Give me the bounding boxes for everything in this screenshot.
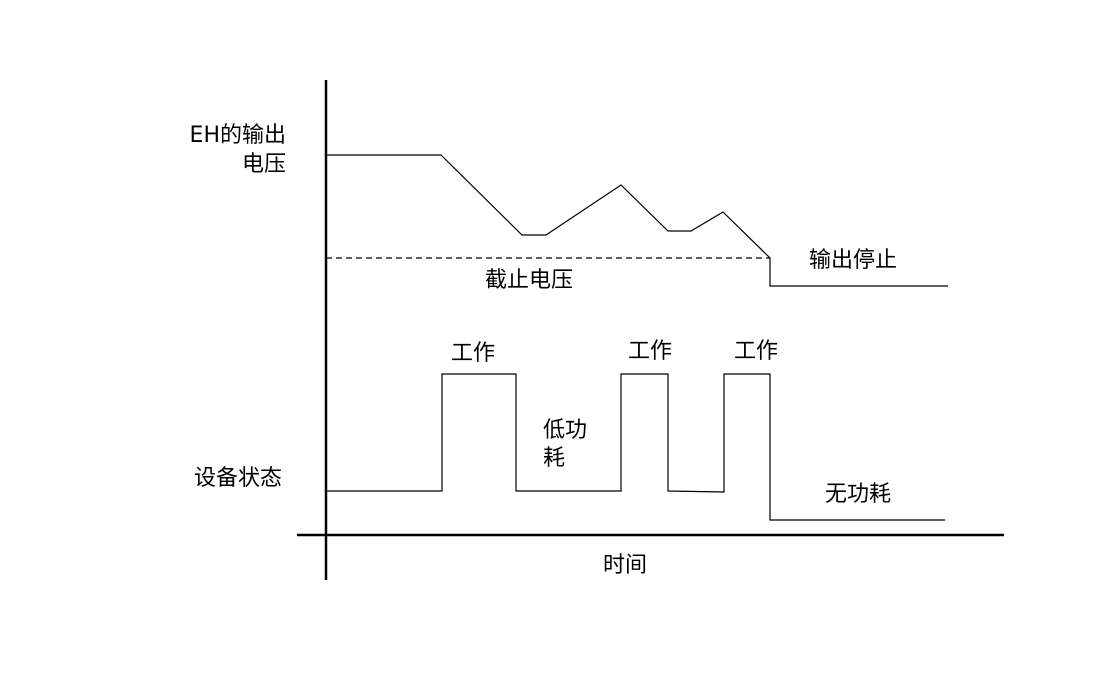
- voltage-label-line2: 电压: [242, 152, 286, 177]
- output-stop-label: 输出停止: [809, 248, 897, 273]
- no-power-label: 无功耗: [825, 482, 891, 507]
- device-state-label: 设备状态: [194, 466, 282, 491]
- work-label-1: 工作: [451, 341, 495, 366]
- time-axis-label: 时间: [603, 553, 647, 578]
- work-label-2: 工作: [628, 339, 672, 364]
- cutoff-voltage-label: 截止电压: [485, 268, 573, 293]
- low-power-label-line1: 低功: [543, 418, 587, 443]
- voltage-label-line1: EH的输出: [190, 123, 286, 148]
- low-power-label-line2: 耗: [543, 446, 565, 471]
- device-state-waveform: [326, 373, 945, 521]
- work-label-3: 工作: [734, 339, 778, 364]
- voltage-waveform: [326, 154, 948, 287]
